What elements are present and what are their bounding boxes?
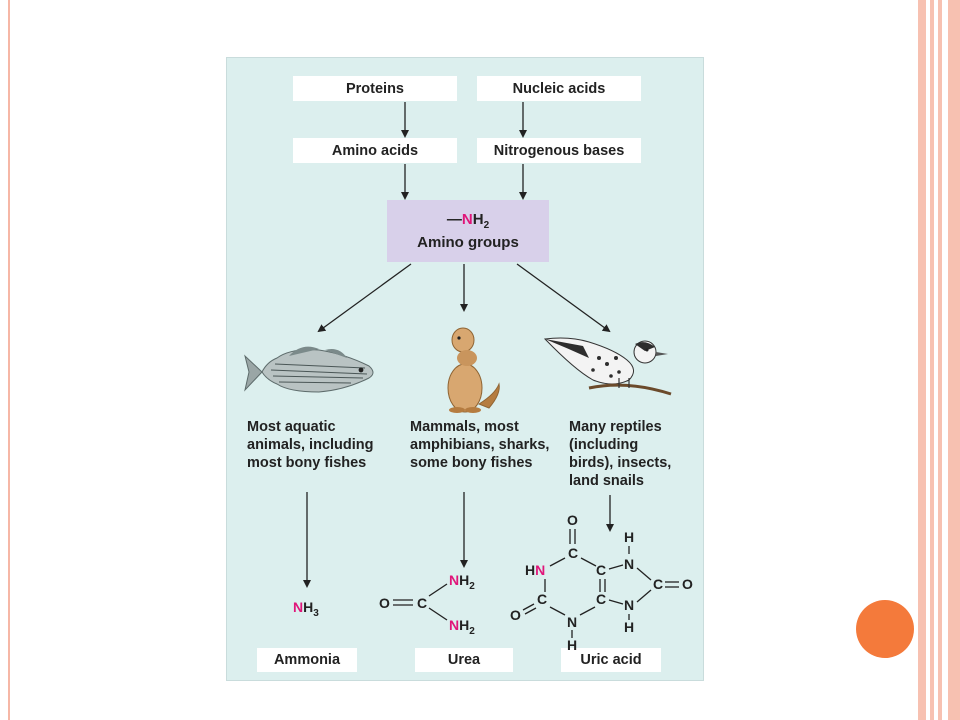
arrow-to-fish <box>317 263 412 333</box>
nitrogen-atom: N <box>624 597 634 613</box>
flow-arrows <box>303 102 614 588</box>
nucleic-acids-box: Nucleic acids <box>477 76 641 101</box>
urea-structure: O C NH2 NH2 <box>379 572 475 637</box>
caption-line: amphibians, sharks, <box>410 437 550 453</box>
hydrogen-atom: H <box>624 529 634 545</box>
caption-line: some bony fishes <box>410 455 533 471</box>
uric-acid-structure: O C HN C C O N H C N H <box>510 512 693 653</box>
arrow-to-bird <box>516 263 611 333</box>
right-frame-stripes <box>918 0 960 720</box>
mammals-caption: Mammals, most amphibians, sharks, some b… <box>410 418 549 472</box>
caption-line: (including <box>569 437 639 453</box>
nitrogen-atom: N <box>449 617 459 633</box>
amino-groups-box: —NH2 Amino groups <box>387 200 549 262</box>
subscript: 2 <box>469 626 475 637</box>
uric-acid-box: Uric acid <box>561 648 661 672</box>
amino-acids-label: Amino acids <box>331 142 419 159</box>
left-frame-line <box>8 0 10 720</box>
formula-subscript: 2 <box>483 220 490 231</box>
caption-line: Mammals, most <box>410 419 519 435</box>
caption-line: Most aquatic <box>247 419 336 435</box>
nucleic-acids-label: Nucleic acids <box>512 80 606 97</box>
prairie-dog-icon <box>447 327 500 413</box>
svg-text:NH2: NH2 <box>449 572 475 592</box>
oxygen-atom: O <box>682 576 693 592</box>
bird-icon <box>543 337 672 396</box>
nitrogenous-bases-box: Nitrogenous bases <box>477 138 641 163</box>
amino-formula: —NH2 <box>387 212 549 234</box>
oxygen-atom: O <box>567 512 578 528</box>
nitrogenous-bases-label: Nitrogenous bases <box>493 142 625 159</box>
urea-box: Urea <box>415 648 513 672</box>
reptiles-caption: Many reptiles (including birds), insects… <box>569 418 671 490</box>
carbon-atom: C <box>568 545 578 561</box>
nitrogen-atom: N <box>567 614 577 630</box>
formula-nitrogen: N <box>461 211 473 228</box>
fish-icon <box>244 346 374 393</box>
hydrogen-atom: H <box>525 562 535 578</box>
urea-label: Urea <box>447 652 481 668</box>
hydrogen-atom: H <box>459 572 469 588</box>
caption-line: most bony fishes <box>247 455 367 471</box>
carbon-atom: C <box>417 595 427 611</box>
carbon-atom: C <box>596 562 606 578</box>
caption-line: birds), insects, <box>569 455 672 471</box>
nitrogen-atom: N <box>449 572 459 588</box>
hydrogen-atom: H <box>459 617 469 633</box>
accent-circle <box>856 600 914 658</box>
diagram-graphics: NH3 O C NH2 NH2 O C HN C C O <box>244 102 693 653</box>
carbon-atom: C <box>596 591 606 607</box>
formula-hydrogen: H <box>472 211 484 228</box>
aquatic-caption: Most aquatic animals, including most bon… <box>247 418 374 472</box>
nitrogen-atom: N <box>293 599 303 615</box>
amino-groups-label: Amino groups <box>417 234 519 251</box>
nitrogen-waste-diagram: Proteins Nucleic acids Amino acids Nitro… <box>226 57 704 681</box>
subscript: 3 <box>313 608 319 619</box>
caption-line: Many reptiles <box>569 419 662 435</box>
svg-text:NH3: NH3 <box>293 599 319 619</box>
caption-line: animals, including <box>247 437 374 453</box>
nitrogen-atom: N <box>535 562 545 578</box>
ammonia-label: Ammonia <box>273 652 341 668</box>
hydrogen-atom: H <box>624 619 634 635</box>
proteins-label: Proteins <box>345 80 404 97</box>
carbon-atom: C <box>653 576 663 592</box>
amino-acids-box: Amino acids <box>293 138 457 163</box>
uric-acid-label: Uric acid <box>580 652 642 668</box>
svg-text:HN: HN <box>525 562 545 578</box>
formula-bond: — <box>446 211 462 228</box>
carbon-atom: C <box>537 591 547 607</box>
nitrogen-atom: N <box>624 556 634 572</box>
ammonia-structure: NH3 <box>293 599 319 619</box>
ammonia-box: Ammonia <box>257 648 357 672</box>
oxygen-atom: O <box>379 595 390 611</box>
svg-text:NH2: NH2 <box>449 617 475 637</box>
proteins-box: Proteins <box>293 76 457 101</box>
oxygen-atom: O <box>510 607 521 623</box>
hydrogen-atom: H <box>303 599 313 615</box>
caption-line: land snails <box>569 473 644 489</box>
subscript: 2 <box>469 581 475 592</box>
hydrogen-atom: H <box>567 637 577 653</box>
